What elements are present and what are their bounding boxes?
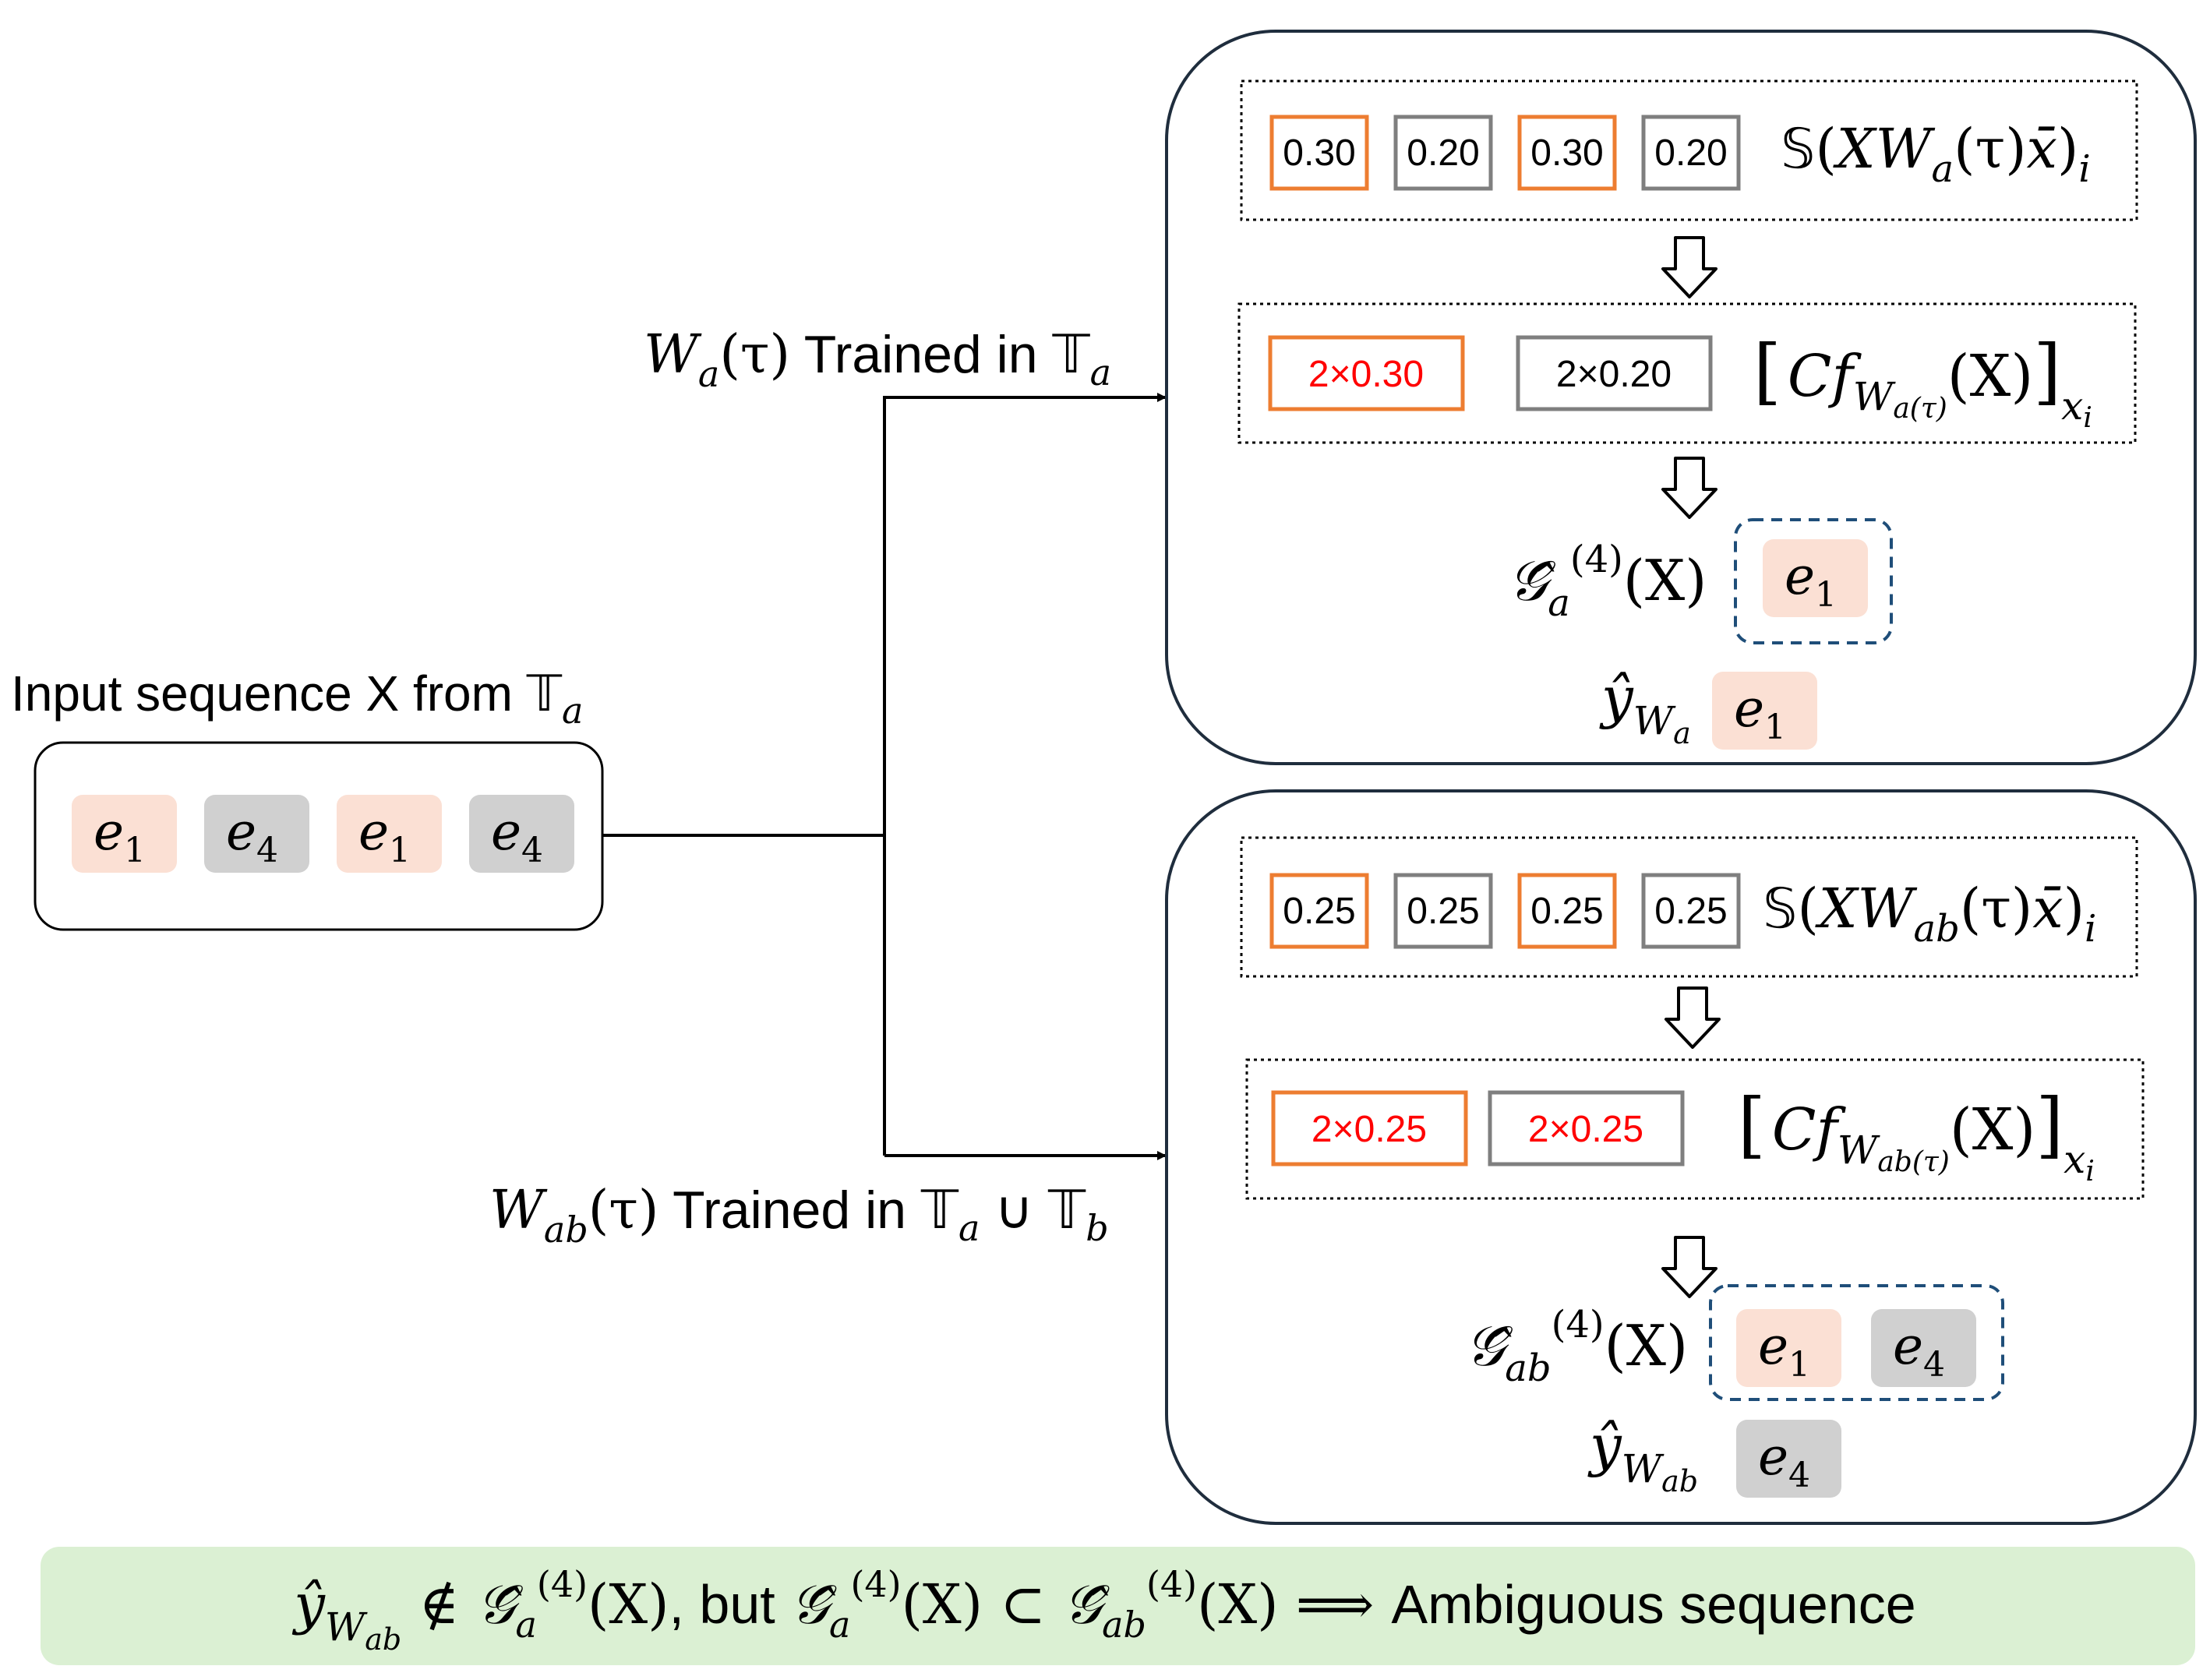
panel-a-conf-row <box>1237 302 2137 444</box>
panel-ab-down-arrow-1 <box>1665 986 1721 1049</box>
panel-ab-set-token-2: e4 <box>1871 1309 1976 1387</box>
score-value: 0.30 <box>1530 132 1603 174</box>
score-value: 0.20 <box>1654 132 1727 174</box>
score-value: 0.25 <box>1283 891 1355 932</box>
panel-ab-set-token-2-label: e4 <box>1893 1316 1945 1385</box>
panel-a-set-token-1: e1 <box>1763 539 1868 617</box>
panel-a-down-arrow-2 <box>1661 457 1718 519</box>
panel-ab-conf-row <box>1245 1058 2145 1200</box>
panel-a-score-4: 0.20 <box>1641 115 1741 191</box>
panel-a-pred-token: e1 <box>1712 672 1817 750</box>
panel-a-pred-chip: e1 <box>1712 672 1817 750</box>
branch-a-label: Wa(τ) Trained in 𝕋a <box>644 324 1111 395</box>
input-token-2-chip <box>204 795 309 873</box>
score-box <box>1393 115 1493 191</box>
conf-value: 2×0.30 <box>1308 354 1424 395</box>
panel-ab-conf-boxes: 2×0.25 2×0.25 <box>1271 1090 1685 1166</box>
conf-value: 2×0.25 <box>1312 1109 1427 1150</box>
score-value: 0.30 <box>1283 132 1355 174</box>
panel-a-set-token-1-label: e1 <box>1785 546 1837 615</box>
panel-a-conf-1: 2×0.30 <box>1268 335 1465 411</box>
score-box <box>1269 115 1369 191</box>
panel-a-down-arrow-1 <box>1661 236 1718 298</box>
panel-ab-set-dashed-box <box>1709 1284 2004 1401</box>
score-box <box>1393 873 1493 949</box>
score-box <box>1641 115 1741 191</box>
panel-ab-pred-chip-label: e4 <box>1758 1427 1810 1495</box>
input-token-1: e1 <box>72 795 177 873</box>
conclusion-banner <box>41 1547 2195 1665</box>
branch-ab-label: Wab(τ) Trained in 𝕋a ∪ 𝕋b <box>489 1180 1109 1251</box>
panel-a-pred-chip-label: e1 <box>1734 679 1786 747</box>
panel-ab-pred-chip: e4 <box>1736 1420 1841 1498</box>
panel-ab-score-boxes: 0.25 0.25 0.25 0.25 <box>1269 873 1741 949</box>
panel-ab-set-token-2-chip <box>1871 1309 1976 1387</box>
panel-a-pred-label: ŷWa <box>1599 665 1691 750</box>
input-token-3: e1 <box>337 795 442 873</box>
panel-a-set-dashed-box <box>1734 518 1893 644</box>
panel-a-set-tokens: e1 <box>1763 539 1868 617</box>
score-value: 0.25 <box>1530 891 1603 932</box>
panel-ab-score-3: 0.25 <box>1517 873 1617 949</box>
panel-ab-pred-label: ŷWab <box>1587 1413 1698 1498</box>
input-token-row: e1 e4 e1 e4 <box>72 795 574 873</box>
score-value: 0.25 <box>1654 891 1727 932</box>
input-token-3-chip <box>337 795 442 873</box>
score-box <box>1517 115 1617 191</box>
panel-a-score-1: 0.30 <box>1269 115 1369 191</box>
input-token-1-label: e1 <box>94 802 146 870</box>
conf-box <box>1516 335 1713 411</box>
input-title: Input sequence X from 𝕋a <box>11 665 583 732</box>
panel-a-softmax-label: 𝕊(XWa(τ)x̄)i <box>1781 117 2091 191</box>
score-box <box>1517 873 1617 949</box>
conf-box <box>1268 335 1465 411</box>
panel-a-score-3: 0.30 <box>1517 115 1617 191</box>
conf-value: 2×0.25 <box>1528 1109 1643 1150</box>
panel-ab-set-token-1-label: e1 <box>1758 1316 1810 1385</box>
panel-ab-set-token-1: e1 <box>1736 1309 1841 1387</box>
panel-a-pred-chip-chip <box>1712 672 1817 750</box>
input-token-2: e4 <box>204 795 309 873</box>
input-token-4: e4 <box>469 795 574 873</box>
panel-ab-set-tokens: e1 e4 <box>1736 1309 1976 1387</box>
panel-a-score-2: 0.20 <box>1393 115 1493 191</box>
panel-ab-pred-chip-chip <box>1736 1420 1841 1498</box>
input-token-1-chip <box>72 795 177 873</box>
panel-ab-conf-2: 2×0.25 <box>1488 1090 1685 1166</box>
input-token-2-label: e4 <box>226 802 278 870</box>
panel-ab-pred-token: e4 <box>1736 1420 1841 1498</box>
input-token-4-label: e4 <box>491 802 543 870</box>
conf-value: 2×0.20 <box>1556 354 1672 395</box>
conf-box <box>1271 1090 1468 1166</box>
conclusion-text: ŷWab ∉ 𝒢̂a(4)(X), but 𝒢̂a(4)(X) ⊂ 𝒢̂ab(4… <box>291 1563 1915 1657</box>
input-token-4-chip <box>469 795 574 873</box>
panel-ab-conf-label: [CfWab(τ)(X)]xi <box>1738 1083 2095 1188</box>
panel-ab-softmax-label: 𝕊(XWab(τ)x̄)i <box>1763 877 2096 951</box>
panel-a-conf-boxes: 2×0.30 2×0.20 <box>1268 335 1713 411</box>
panel-a-set-token-1-chip <box>1763 539 1868 617</box>
score-box <box>1269 873 1369 949</box>
score-value: 0.20 <box>1407 132 1479 174</box>
panel-ab-set-token-1-chip <box>1736 1309 1841 1387</box>
panel-ab-down-arrow-2 <box>1661 1236 1718 1298</box>
score-box <box>1641 873 1741 949</box>
score-value: 0.25 <box>1407 891 1479 932</box>
panel-ab-score-4: 0.25 <box>1641 873 1741 949</box>
panel-ab-conf-1: 2×0.25 <box>1271 1090 1468 1166</box>
panel-a-conf-2: 2×0.20 <box>1516 335 1713 411</box>
panel-a-score-boxes: 0.30 0.20 0.30 0.20 <box>1269 115 1741 191</box>
panel-ab-score-1: 0.25 <box>1269 873 1369 949</box>
panel-ab-score-row <box>1240 836 2138 978</box>
input-token-3-label: e1 <box>358 802 411 870</box>
panel-ab-score-2: 0.25 <box>1393 873 1493 949</box>
panel-a-score-row <box>1240 79 2138 221</box>
conf-box <box>1488 1090 1685 1166</box>
